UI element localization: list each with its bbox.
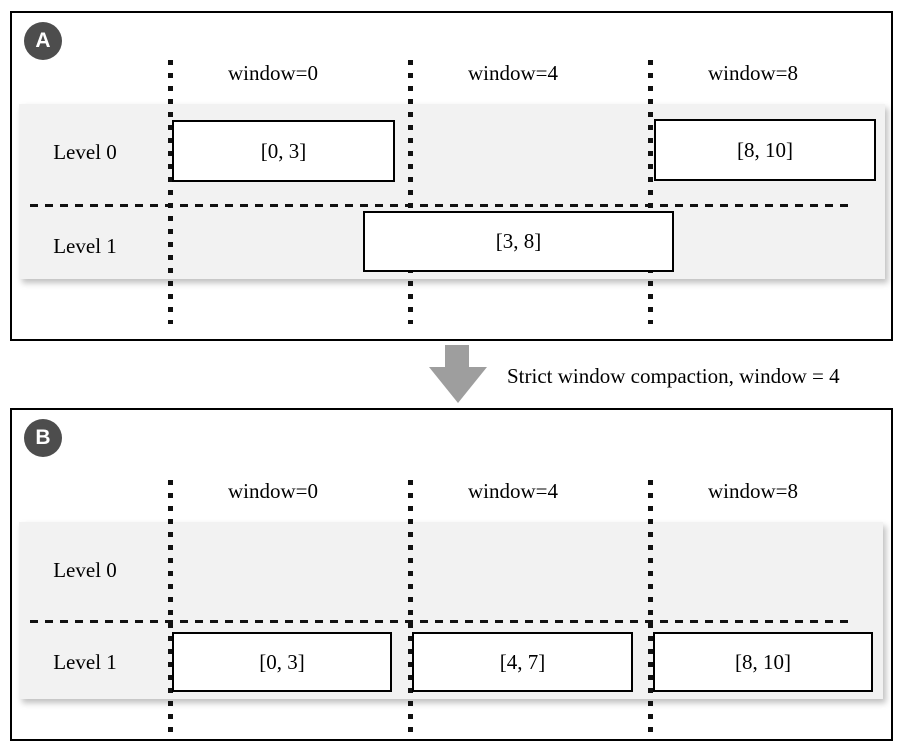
down-arrow-icon [445,345,469,368]
sstable-box: [8, 10] [653,632,873,692]
transition-caption: Strict window compaction, window = 4 [507,364,840,388]
sstable-box: [3, 8] [363,211,674,272]
panel-b-header-window0: window=0 [227,479,318,503]
panel-b-window-boundary-line-1 [408,480,413,740]
sstable-range-label: [8, 10] [737,137,793,162]
panel-a-before-compaction: A window=0 window=4 window=8 Level 0 Lev… [10,11,893,341]
panel-b-window-boundary-line-2 [648,480,653,740]
panel-b-level-divider-line [30,620,854,623]
sstable-range-label: [3, 8] [495,229,542,253]
sstable-range-label: [0, 3] [259,649,305,674]
panel-a-header-window4: window=4 [467,61,558,85]
panel-b-header-window4: window=4 [467,479,558,503]
panel-a-window-boundary-line-2 [648,60,653,324]
panel-b-after-compaction: B window=0 window=4 window=8 Level 0 Lev… [10,408,893,741]
panel-b-level1-label: Level 1 [53,650,117,674]
panel-b-header-window8: window=8 [707,479,798,503]
sstable-range-label: [0, 3] [260,138,307,163]
panel-a-badge: A [24,22,62,60]
panel-a-level1-label: Level 1 [53,234,117,258]
sstable-box: [8, 10] [654,119,876,181]
sstable-box: [0, 3] [172,120,395,182]
sstable-box: [4, 7] [412,632,633,692]
panel-b-level0-label: Level 0 [53,558,117,582]
sstable-box: [0, 3] [172,632,392,692]
panel-a-window-boundary-line-1 [408,60,413,324]
panel-a-window-boundary-line-0 [168,60,173,324]
panel-a-header-window0: window=0 [227,61,318,85]
panel-b-badge: B [24,419,62,457]
panel-a-level-divider-line [30,204,854,207]
panel-b-window-boundary-line-0 [168,480,173,740]
panel-a-header-window8: window=8 [707,61,798,85]
panel-a-level0-label: Level 0 [53,140,117,164]
sstable-range-label: [4, 7] [499,649,546,674]
sstable-range-label: [8, 10] [735,649,791,674]
down-arrow-head-icon [429,367,487,403]
